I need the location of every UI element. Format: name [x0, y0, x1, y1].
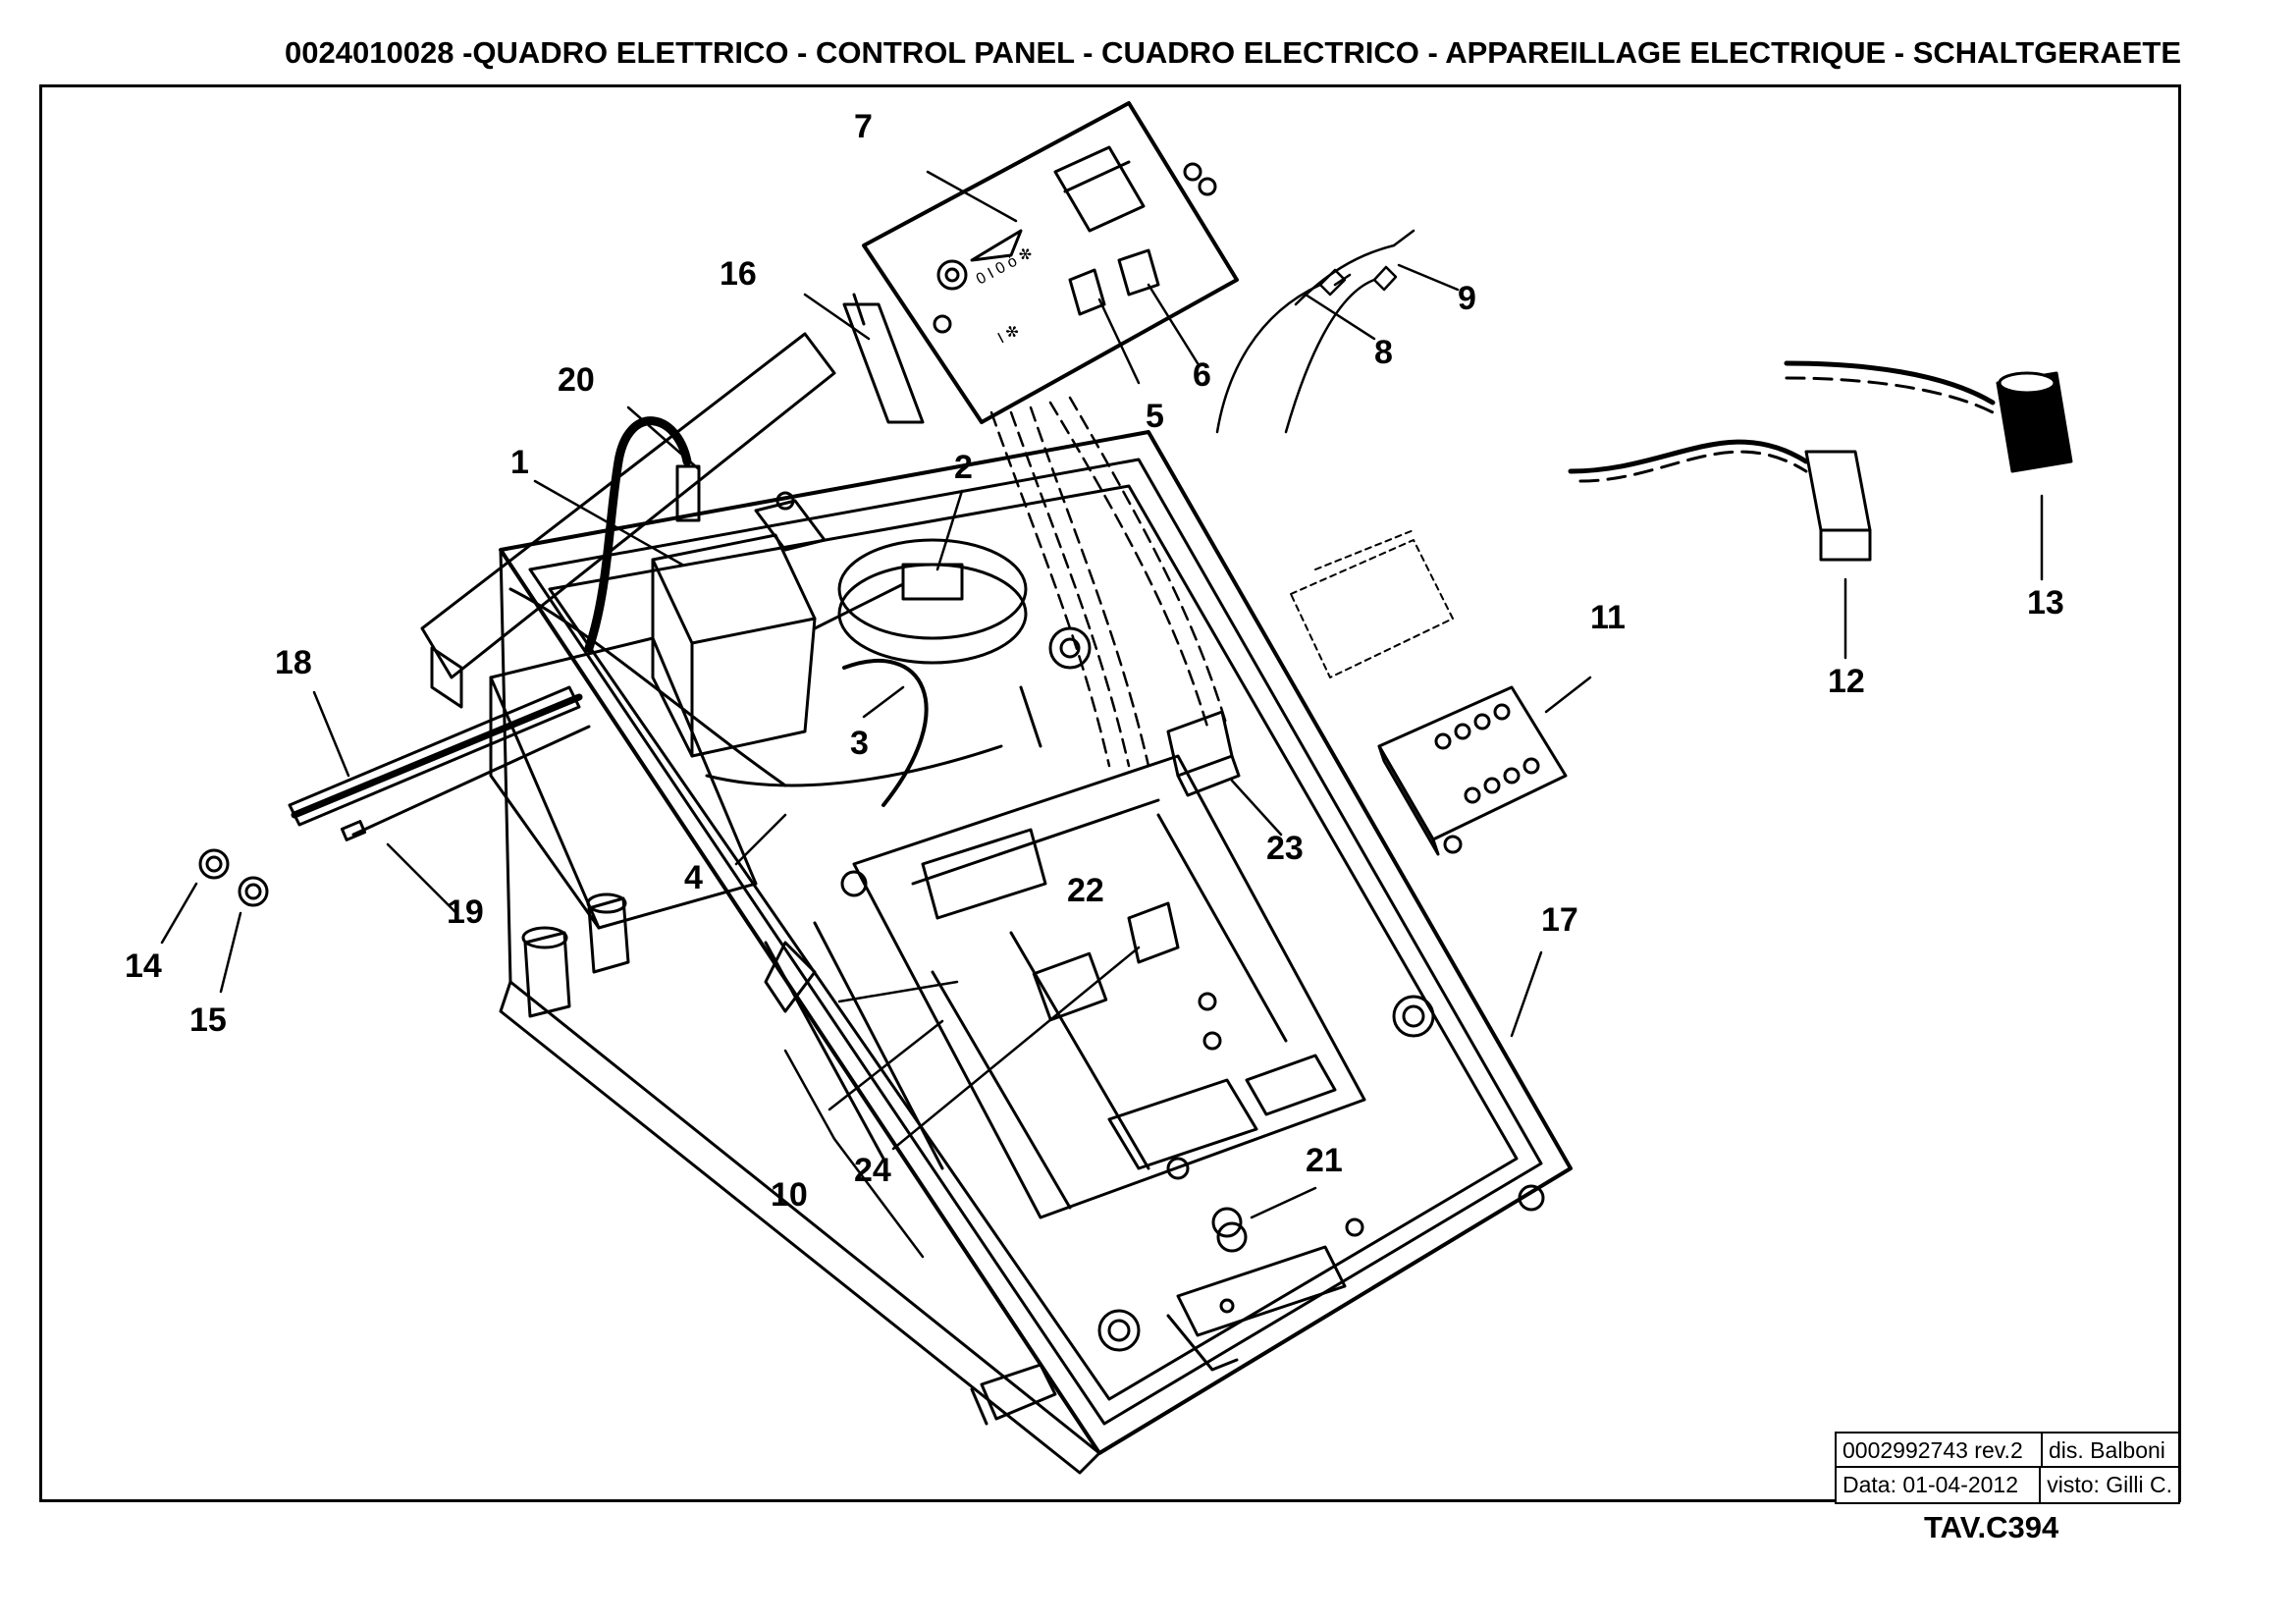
drawing-date: Data: 01-04-2012: [1837, 1468, 2042, 1502]
callout-22: 22: [1067, 872, 1104, 909]
callout-16: 16: [720, 255, 757, 293]
title-block: 0002992743 rev.2 dis. Balboni Data: 01-0…: [1835, 1432, 2180, 1504]
callout-4: 4: [684, 859, 703, 896]
callout-23: 23: [1266, 830, 1304, 867]
contactor: [1377, 685, 1568, 856]
callout-8: 8: [1374, 334, 1393, 371]
drawing-title: 0024010028 -QUADRO ELETTRICO - CONTROL P…: [285, 35, 2181, 70]
display-board: [842, 101, 1239, 424]
callout-10: 10: [771, 1176, 808, 1214]
callout-15: 15: [189, 1001, 227, 1039]
callout-7: 7: [854, 108, 873, 145]
enclosure-body: [420, 332, 1573, 1475]
callout-1: 1: [510, 444, 529, 481]
callout-14: 14: [125, 947, 162, 985]
drawing-frame: [39, 84, 2181, 1502]
callout-21: 21: [1306, 1142, 1343, 1179]
callout-17: 17: [1541, 901, 1578, 939]
solenoid-connector-13: [1784, 360, 2073, 473]
sheet-id: TAV.C394: [1924, 1510, 2059, 1544]
callout-20: 20: [558, 361, 595, 399]
probes: [198, 685, 591, 907]
callout-24: 24: [854, 1152, 891, 1189]
relay-dashed: [1290, 529, 1454, 678]
callout-18: 18: [275, 644, 312, 681]
leader-lines: [160, 170, 2044, 1259]
callout-5: 5: [1146, 398, 1164, 435]
thermostat-assembly: [489, 416, 1092, 930]
callout-9: 9: [1458, 280, 1476, 317]
drawing-number: 0002992743 rev.2: [1837, 1434, 2043, 1466]
callout-2: 2: [954, 449, 973, 486]
callout-11: 11: [1590, 599, 1626, 636]
main-pcb: [852, 754, 1366, 1238]
callout-6: 6: [1193, 356, 1211, 394]
checked-by: visto: Gilli C.: [2047, 1472, 2172, 1497]
connector-23: [1166, 710, 1241, 797]
bottom-bracket: [1166, 1217, 1364, 1372]
wires-8-9: [1215, 229, 1415, 434]
cable-glands: [521, 893, 630, 1018]
callout-13: 13: [2027, 584, 2064, 622]
callout-numbers: 7 16 20 1 2 3 4 5 6 8 9 11 12 13 18 19 1…: [125, 108, 2064, 1214]
callout-3: 3: [850, 725, 869, 762]
callout-12: 12: [1828, 663, 1865, 700]
solenoid-connector-12: [1568, 439, 1872, 562]
callout-19: 19: [447, 893, 484, 931]
ribbon-cables: [989, 396, 1229, 768]
designer: dis. Balboni: [2049, 1437, 2165, 1463]
lower-marks: I ✻: [995, 322, 1023, 347]
switch-marks: 0 I 0 ó ✻: [974, 244, 1036, 288]
